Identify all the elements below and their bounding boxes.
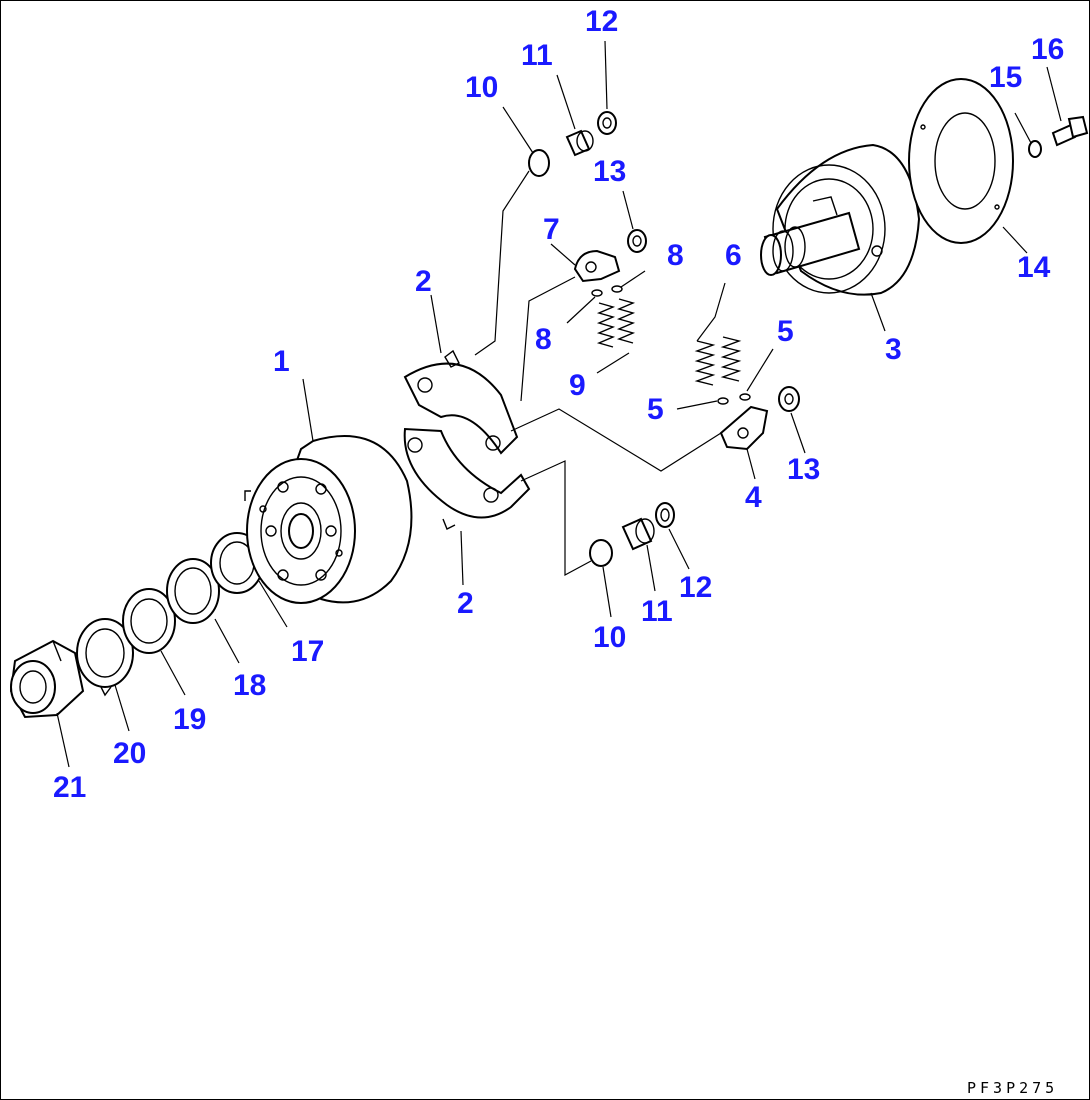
part-13-nut-upper	[627, 229, 647, 253]
part-2-clamp-lower	[403, 427, 531, 530]
part-12-washer-upper	[597, 111, 617, 135]
part-5-seats	[717, 393, 751, 405]
callout-19: 19	[173, 703, 206, 736]
callout-15: 15	[989, 61, 1022, 94]
part-7-bracket	[573, 249, 621, 283]
part-4-bracket	[719, 405, 769, 451]
callout-11-upper: 11	[521, 39, 553, 72]
part-20-lock-washer	[76, 618, 134, 697]
leader-lines	[56, 40, 1062, 768]
part-19-washer	[122, 588, 176, 654]
part-10-collar-lower	[589, 539, 613, 567]
callout-5-right: 5	[777, 315, 794, 348]
callout-6: 6	[725, 239, 742, 272]
callout-16: 16	[1031, 33, 1064, 66]
callout-8-right: 8	[667, 239, 684, 272]
part-6-springs	[694, 336, 742, 386]
callout-12-lower: 12	[679, 571, 712, 604]
part-3-housing	[760, 143, 921, 296]
callout-2-upper: 2	[415, 265, 432, 298]
part-9-springs	[596, 298, 636, 348]
part-15-washer	[1028, 140, 1042, 158]
part-11-spacer-lower	[621, 517, 655, 551]
callout-10-lower: 10	[593, 621, 626, 654]
part-13-nut-lower	[778, 386, 800, 412]
callout-18: 18	[233, 669, 266, 702]
part-11-spacer-upper	[565, 129, 594, 157]
callout-13-upper: 13	[593, 155, 626, 188]
callout-20: 20	[113, 737, 146, 770]
callout-12-upper: 12	[585, 5, 618, 38]
part-21-nut	[9, 639, 85, 719]
part-1-hub	[244, 435, 413, 604]
part-12-washer-lower	[655, 502, 675, 528]
callout-7: 7	[543, 213, 560, 246]
callout-8-left: 8	[535, 323, 552, 356]
part-14-cover-plate	[908, 78, 1014, 244]
callout-17: 17	[291, 635, 324, 668]
callout-13-lower: 13	[787, 453, 820, 486]
callout-11-lower: 11	[641, 595, 673, 628]
callout-2-lower: 2	[457, 587, 474, 620]
callout-3: 3	[885, 333, 902, 366]
part-18-shim	[166, 558, 220, 624]
callout-10-upper: 10	[465, 71, 498, 104]
callout-4: 4	[745, 481, 762, 514]
callout-5-left: 5	[647, 393, 664, 426]
callout-14: 14	[1017, 251, 1051, 284]
part-10-collar-upper	[528, 149, 550, 177]
part-2-clamp-upper	[403, 349, 519, 455]
callouts: 1 2 2 3 4 5 5 6 7 8 8 9 10 10 11 11 12 1…	[53, 5, 1064, 804]
part-16-bolt	[1051, 115, 1089, 147]
drawing-code: PF3P275	[967, 1079, 1058, 1097]
callout-1: 1	[273, 345, 290, 378]
callout-21: 21	[53, 771, 86, 804]
callout-9: 9	[569, 369, 586, 402]
part-8-seats	[591, 285, 623, 297]
